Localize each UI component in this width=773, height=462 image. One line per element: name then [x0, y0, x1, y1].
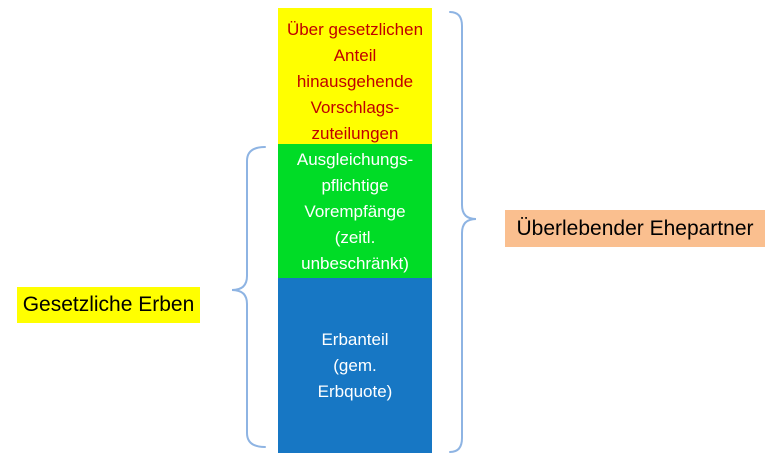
stacked-column: Über gesetzlichen Anteil hinausgehende V…	[278, 8, 432, 453]
label-ueberlebender-ehepartner: Überlebender Ehepartner	[505, 210, 765, 247]
segment-vorempfaenge-text: Ausgleichungs- pflichtige Vorempfänge (z…	[296, 150, 414, 273]
segment-vorschlagszuteilungen-text: Über gesetzlichen Anteil hinausgehende V…	[286, 20, 424, 143]
segment-erbanteil: Erbanteil (gem. Erbquote)	[278, 278, 432, 453]
segment-erbanteil-text: Erbanteil (gem. Erbquote)	[317, 329, 393, 401]
label-gesetzliche-erben: Gesetzliche Erben	[17, 287, 200, 323]
right-curly-brace	[449, 11, 477, 453]
left-curly-brace	[231, 146, 266, 448]
segment-vorschlagszuteilungen: Über gesetzlichen Anteil hinausgehende V…	[278, 8, 432, 144]
segment-vorempfaenge: Ausgleichungs- pflichtige Vorempfänge (z…	[278, 144, 432, 278]
right-curly-brace-path	[449, 11, 477, 453]
left-curly-brace-path	[231, 146, 266, 448]
